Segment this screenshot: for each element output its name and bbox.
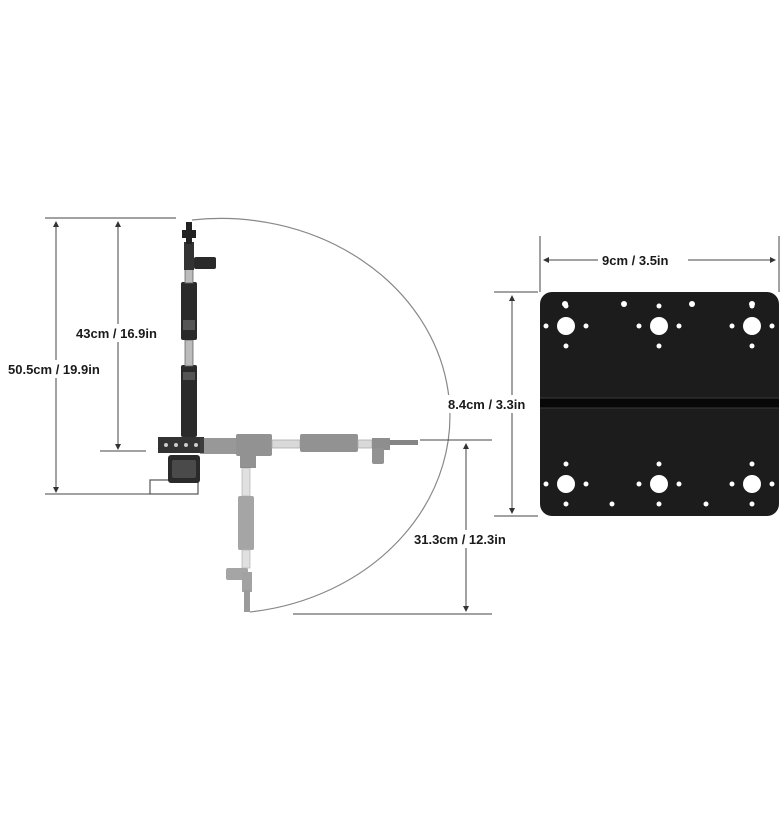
arm-downward-pose: [226, 467, 254, 612]
reach-down-label: 31.3cm / 12.3in: [414, 532, 506, 547]
arm-horizontal-pose: [200, 434, 418, 468]
reach-arc: [191, 217, 451, 613]
total-height-label: 50.5cm / 19.9in: [8, 362, 100, 377]
mounting-plate: [540, 292, 779, 516]
plate-holes: [543, 301, 775, 507]
robot-arm-illustration: [149, 217, 451, 613]
plate-width-label: 9cm / 3.5in: [602, 253, 669, 268]
upper-height-label: 43cm / 16.9in: [76, 326, 157, 341]
arm-vertical-pose: [181, 222, 216, 437]
plate-height-label: 8.4cm / 3.3in: [448, 397, 525, 412]
arm-base: [149, 437, 204, 495]
dimension-lines-arm: [45, 217, 492, 615]
